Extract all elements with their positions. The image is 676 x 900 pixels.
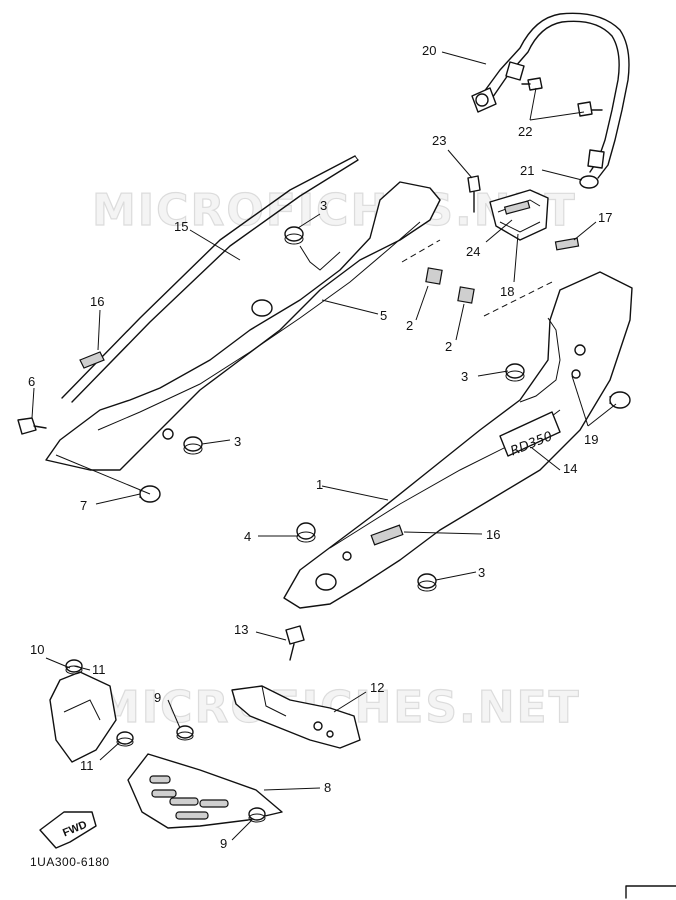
damper-2-a [425,267,443,285]
label-22: 22 [518,124,532,139]
bolt-22-b [577,101,603,117]
damper-2-b [457,286,475,304]
grommet-3-upper-left [284,226,304,245]
label-20: 20 [422,43,436,58]
label-23: 23 [432,133,446,148]
side-cover-1 [283,271,633,609]
label-24: 24 [466,244,480,259]
label-9-upper: 9 [154,690,161,705]
pad-17 [554,237,580,251]
label-19: 19 [584,432,598,447]
leader-lines [31,51,617,841]
emblem-16-right [370,524,404,546]
label-11-upper: 11 [92,662,106,677]
collar-19 [609,391,631,409]
label-1: 1 [316,477,323,492]
label-16-right: 16 [486,527,500,542]
label-18: 18 [500,284,514,299]
label-2-a: 2 [406,318,413,333]
bracket-24 [489,189,549,241]
grommet-9-upper [176,725,194,741]
label-3-right-upper: 3 [461,369,468,384]
label-3-left: 3 [234,434,241,449]
label-10: 10 [30,642,44,657]
watermark-bottom: MICROFICHES.NET [96,682,581,733]
label-15: 15 [174,219,188,234]
bracket-cover-10 [49,671,117,763]
label-16-left: 16 [90,294,104,309]
lower-cover-8 [127,753,283,829]
fwd-arrow: FWD [39,811,97,849]
corner-mark [625,885,676,899]
label-14: 14 [563,461,577,476]
label-2-b: 2 [445,339,452,354]
label-4: 4 [244,529,251,544]
label-9-lower: 9 [220,836,227,851]
screw-23 [467,175,481,213]
callout-labels: 20 22 21 23 17 24 18 3 15 16 5 2 2 6 3 7… [28,43,612,851]
label-6: 6 [28,374,35,389]
diagram-code: 1UA300-6180 [30,855,110,869]
label-17: 17 [598,210,612,225]
side-cover-5 [45,181,441,471]
grommet-3-right-upper [505,363,525,382]
label-3-right-lower: 3 [478,565,485,580]
grommet-4 [296,522,316,543]
label-7: 7 [80,498,87,513]
side-rail-15 [61,155,359,403]
label-13: 13 [234,622,248,637]
label-21: 21 [520,163,534,178]
bolt-13 [285,625,305,661]
screw-6 [17,417,47,435]
grab-bar [471,12,630,179]
bolt-22-a [521,77,543,91]
label-12: 12 [370,680,384,695]
grommet-9-lower [248,807,266,823]
label-8: 8 [324,780,331,795]
grommet-3-left [183,436,203,455]
emblem-16-left [79,351,105,369]
label-5: 5 [380,308,387,323]
grommet-11-lower [116,731,134,747]
bracket-12 [231,685,361,749]
grommet-3-right-lower [417,573,437,592]
end-cap-21 [579,175,599,189]
label-11-lower: 11 [80,758,94,773]
label-3-upper-left: 3 [320,198,327,213]
